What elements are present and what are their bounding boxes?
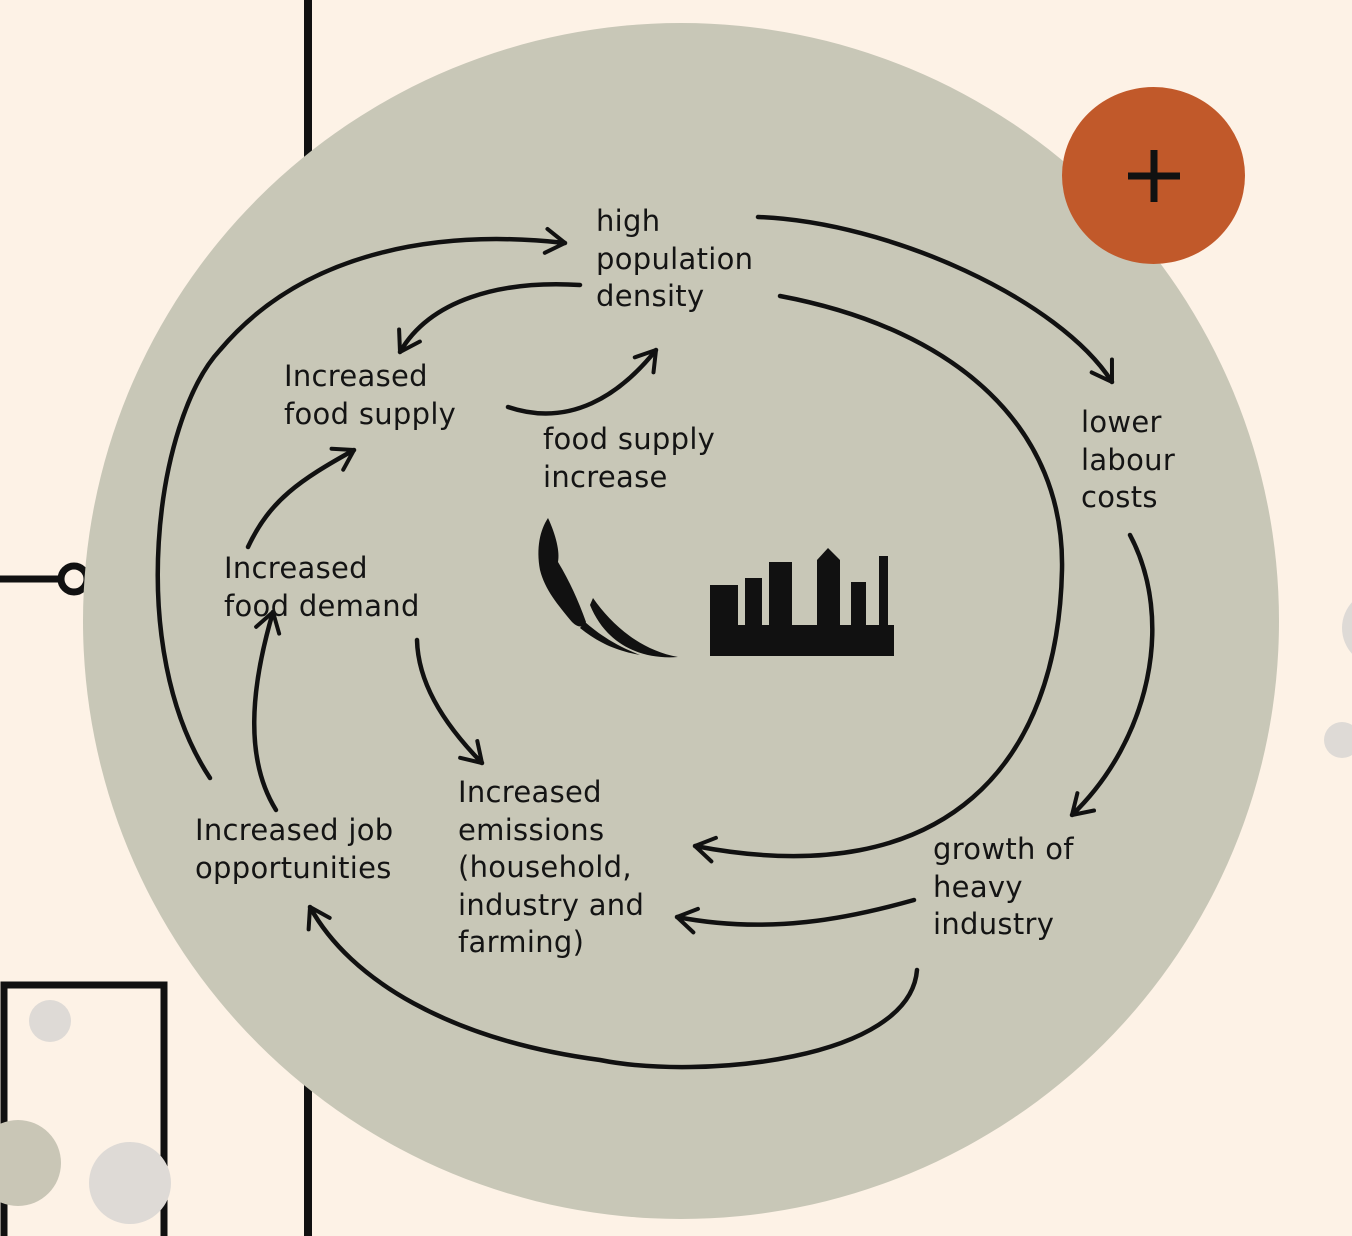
- node-increased-food-supply: Increased food supply: [284, 359, 457, 431]
- expand-button[interactable]: [1062, 87, 1245, 264]
- wheat-icon: [538, 518, 678, 658]
- arrow-demand-to-emissions: [414, 637, 485, 766]
- arrow-density-to-food-supply: [397, 282, 583, 355]
- factory-icon: [710, 548, 894, 656]
- arrow-industry-to-jobs: [306, 904, 920, 1070]
- main-circle: [83, 23, 1279, 1219]
- frame-box: [0, 981, 168, 1236]
- arrow-density-to-labour: [755, 214, 1115, 385]
- node-increased-job-opportunities: Increased job opportunities: [195, 813, 394, 885]
- arrow-demand-to-food-supply: [245, 446, 357, 550]
- node-food-supply-increase: food supply increase: [543, 422, 716, 494]
- node-increased-emissions: Increased emissions (household, industry…: [458, 775, 645, 959]
- node-high-population-density: high population density: [596, 204, 754, 313]
- node-growth-of-heavy-industry: growth of heavy industry: [933, 832, 1074, 941]
- plus-icon: [1127, 149, 1180, 202]
- decor-dot: [29, 1000, 71, 1042]
- decor-dot: [1324, 722, 1352, 758]
- connector-node: [57, 562, 91, 596]
- arrow-density-to-emissions: [692, 293, 1065, 864]
- node-lower-labour-costs: lower labour costs: [1081, 405, 1176, 514]
- arrow-food-supply-to-density: [505, 347, 659, 416]
- node-increased-food-demand: Increased food demand: [224, 551, 420, 623]
- decor-dot: [0, 1120, 61, 1206]
- decor-dot: [89, 1142, 171, 1224]
- arrow-jobs-to-demand: [252, 609, 282, 813]
- arrow-jobs-to-density: [155, 226, 568, 781]
- decor-dot: [1342, 602, 1352, 654]
- arrow-industry-to-emissions: [674, 897, 917, 935]
- arrow-labour-to-industry: [1069, 532, 1155, 818]
